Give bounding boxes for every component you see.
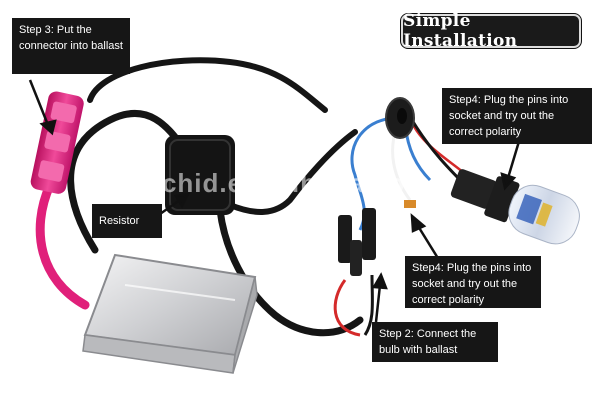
- arrow-step4-mid-head: [410, 213, 427, 233]
- arrow-step2-head: [371, 272, 388, 290]
- callout-step3: Step 3: Put the connector into ballast: [12, 18, 130, 74]
- callout-step4-top: Step4: Plug the pins into socket and try…: [442, 88, 592, 144]
- title-banner: Simple Installation: [401, 11, 581, 51]
- bullet-connector-mid: [350, 240, 362, 276]
- ballast-unit: [82, 253, 258, 374]
- arrow-step3: [28, 79, 50, 126]
- grommet-hole: [397, 108, 407, 124]
- pink-connector: [30, 91, 84, 194]
- wire-resistor-to-harness: [227, 129, 358, 215]
- callout-step4-mid: Step4: Plug the pins into socket and try…: [405, 256, 541, 308]
- callout-resistor: Resistor: [92, 204, 162, 238]
- bullet-connector-right: [362, 208, 376, 260]
- wire-pink-lead: [35, 180, 90, 310]
- wire-black-lead: [363, 274, 374, 336]
- arrow-resistor: [159, 198, 181, 216]
- bullet-connector-left: [338, 215, 352, 263]
- arrow-step4-top-head: [500, 172, 517, 191]
- wire-ballast-to-resistor: [67, 110, 189, 254]
- arrow-step2: [374, 284, 382, 323]
- arrow-step4-top: [506, 137, 522, 179]
- pin-left: [404, 200, 416, 208]
- wire-red-lead: [333, 279, 361, 337]
- wire-resistor-down: [216, 206, 364, 337]
- title-text: Simple Installation: [403, 11, 518, 51]
- watermark: xchid.en.alibaba.com: [146, 168, 430, 198]
- arrow-resistor-head: [173, 192, 191, 209]
- wire-pink-connector-top: [87, 57, 328, 113]
- pointer-arrows: [28, 79, 522, 323]
- callout-step2: Step 2: Connect the bulb with ballast: [372, 322, 498, 362]
- hid-bulb: [450, 169, 580, 245]
- arrow-step3-head: [39, 119, 57, 136]
